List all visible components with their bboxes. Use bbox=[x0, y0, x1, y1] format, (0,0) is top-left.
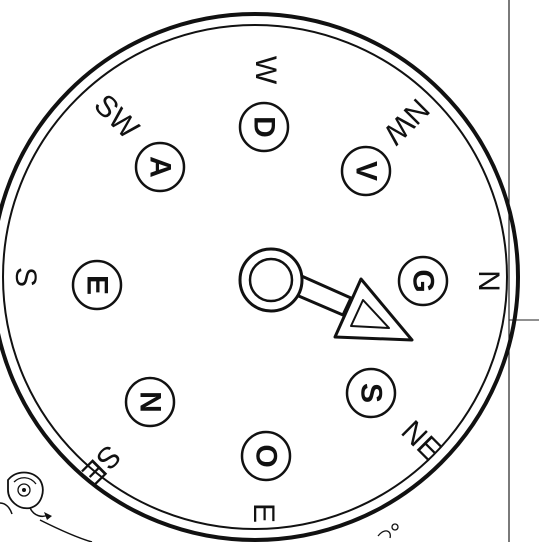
letter-v: V bbox=[350, 161, 383, 181]
letter-e: E bbox=[81, 275, 114, 295]
cartoon-character bbox=[0, 473, 92, 542]
direction-ne-label: NE bbox=[395, 414, 448, 467]
decorative-swirl bbox=[378, 524, 398, 538]
direction-sw-label: SW bbox=[87, 88, 145, 146]
letter-s: S bbox=[355, 383, 388, 403]
letter-circle-n: G bbox=[399, 257, 447, 305]
letter-n: N bbox=[134, 391, 167, 413]
direction-nw-label: NW bbox=[376, 92, 435, 151]
letter-circle-w: D bbox=[240, 103, 288, 151]
needle-pivot-inner bbox=[250, 259, 292, 301]
letter-circle-nw: V bbox=[342, 147, 390, 195]
direction-s-label: S bbox=[9, 267, 42, 287]
direction-e-label: E bbox=[247, 503, 280, 523]
direction-w-label: W bbox=[249, 56, 282, 85]
letter-o: O bbox=[250, 444, 283, 467]
letter-circle-e: O bbox=[242, 432, 290, 480]
compass-needle bbox=[240, 249, 412, 340]
direction-se-label: SE bbox=[75, 438, 127, 490]
letter-circle-ne: S bbox=[347, 369, 395, 417]
letter-circle-se: N bbox=[126, 378, 174, 426]
letter-g: G bbox=[407, 269, 440, 292]
letter-circle-s: E bbox=[73, 261, 121, 309]
direction-n-label: N bbox=[472, 270, 505, 292]
letter-a: A bbox=[144, 156, 177, 178]
letter-d: D bbox=[248, 116, 281, 138]
letter-circle-sw: A bbox=[136, 143, 184, 191]
